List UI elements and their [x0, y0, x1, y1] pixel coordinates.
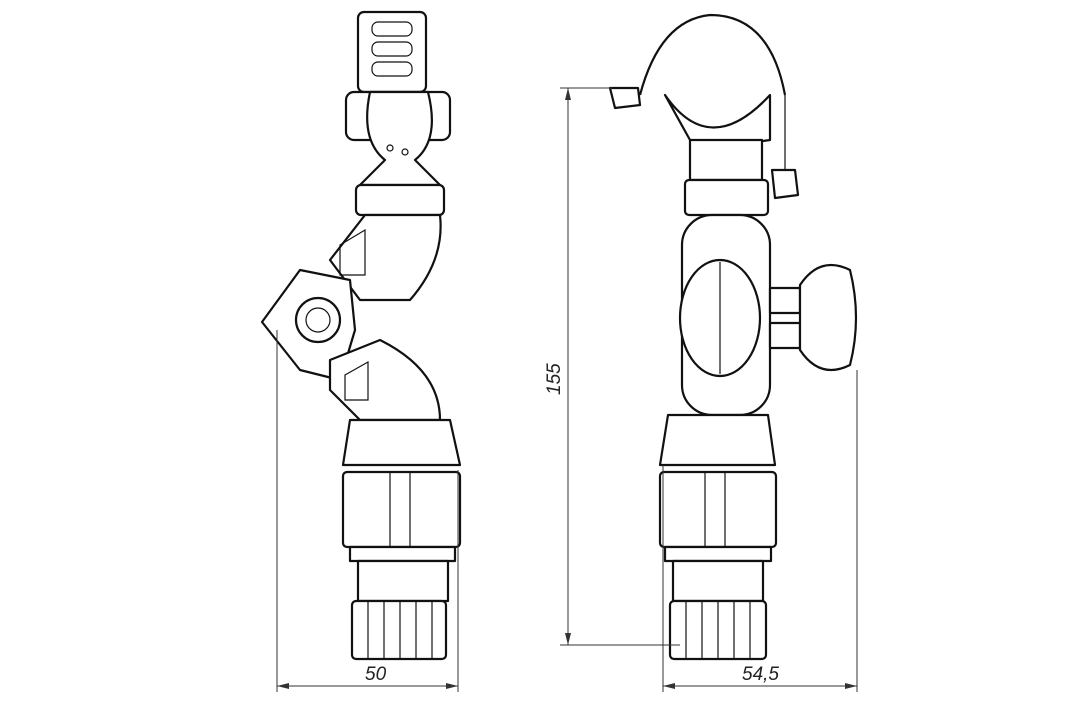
front-view: [260, 10, 462, 661]
width-label-side: 54,5: [742, 664, 779, 685]
height-label: 155: [544, 363, 565, 395]
dimension-lines: [276, 87, 858, 692]
width-label-front: 50: [365, 664, 387, 685]
side-view: [608, 13, 858, 661]
